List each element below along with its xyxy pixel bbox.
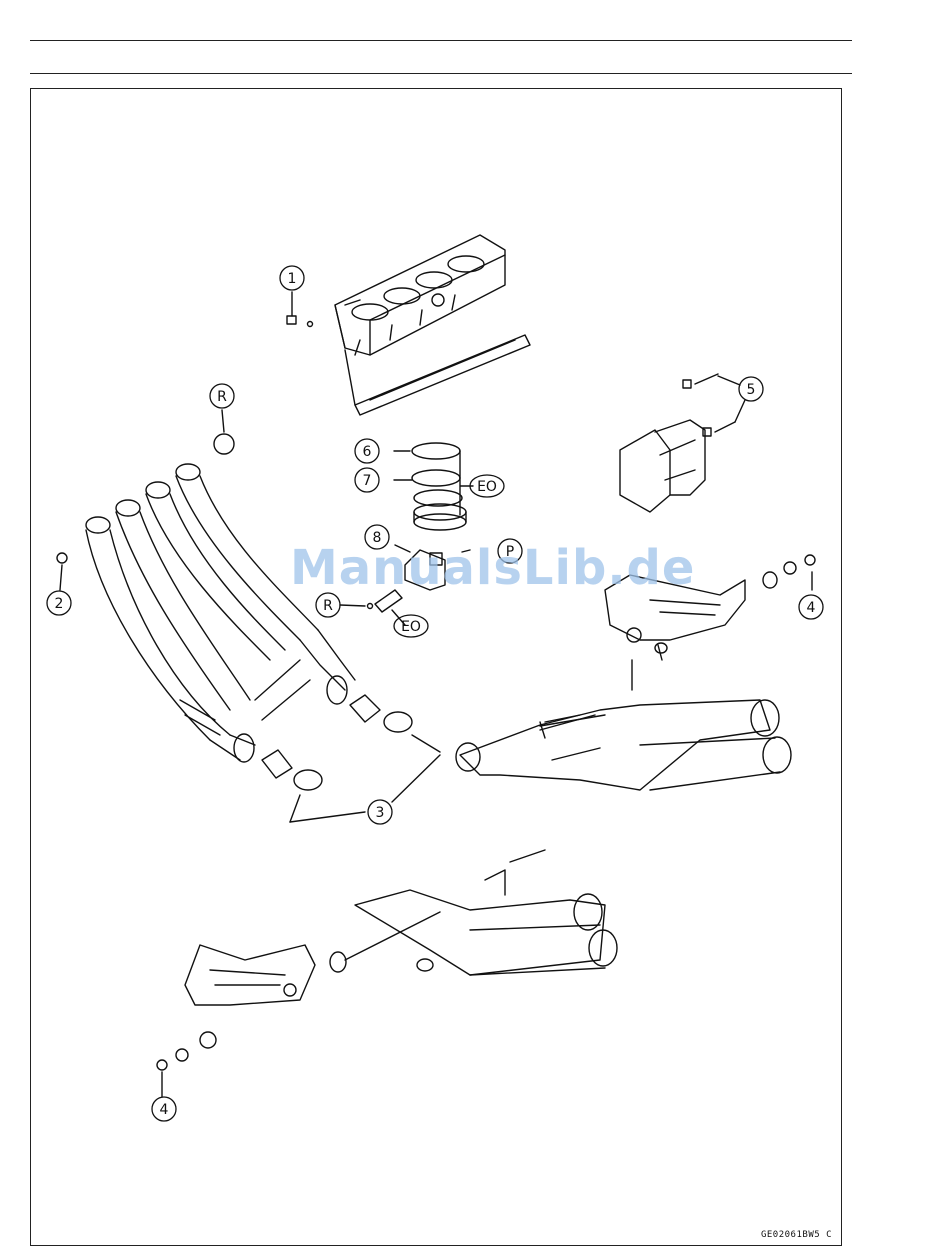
callout-2: 2 (55, 596, 64, 612)
exhaust-header-pipes (86, 464, 355, 762)
callout-eo-pin: EO (401, 619, 421, 635)
callout-1: 1 (288, 271, 297, 287)
exhaust-gasket (214, 434, 234, 454)
callout-4-lower: 4 (160, 1102, 169, 1118)
piston-rings (394, 443, 473, 530)
stud-bolt (287, 292, 313, 327)
callout-6: 6 (363, 444, 372, 460)
muffler-lower (355, 850, 617, 975)
clamps (290, 712, 440, 822)
watermark: ManualsLib.de (290, 540, 695, 596)
nut-2 (57, 553, 67, 590)
cylinder-block (335, 235, 505, 355)
callout-r-gasket: R (217, 389, 227, 405)
connector-pipes (262, 695, 380, 778)
callout-5: 5 (747, 382, 756, 398)
document-code: GE02061BW5 C (761, 1230, 832, 1240)
callout-7: 7 (363, 473, 372, 489)
callout-eo-rings: EO (477, 479, 497, 495)
callout-3: 3 (376, 805, 385, 821)
muffler-upper (456, 700, 791, 790)
footrest-bracket-lower (157, 912, 440, 1097)
cover-assembly (620, 374, 745, 512)
callout-4-upper: 4 (807, 600, 816, 616)
callout-r-circlip: R (323, 598, 333, 614)
